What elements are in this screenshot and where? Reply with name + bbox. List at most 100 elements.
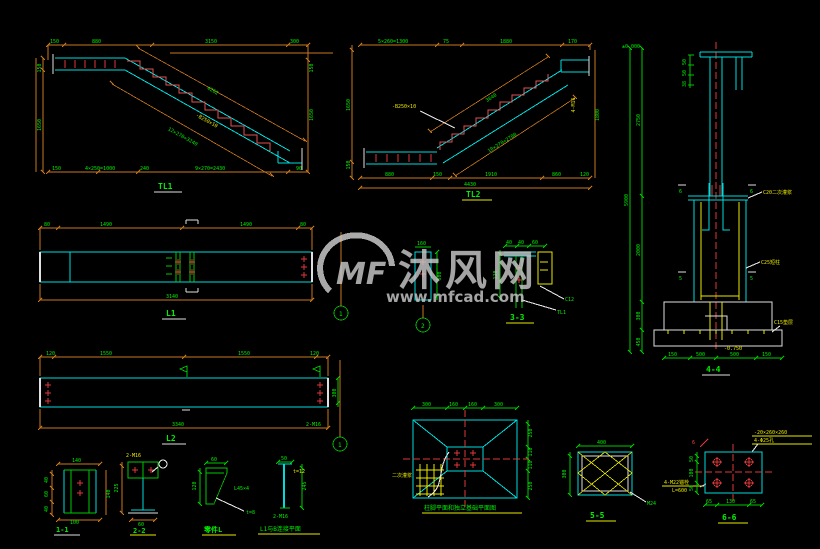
grout-note: 二次灌浆 xyxy=(392,472,412,479)
dim-text: 3640 xyxy=(485,92,498,103)
tl2-stringer xyxy=(436,69,569,164)
tl2-dim-lines xyxy=(351,44,596,189)
partl-leader xyxy=(215,497,245,512)
column-top-beam xyxy=(699,51,753,58)
bolt-note: 2-M16 xyxy=(273,514,288,520)
pier-leader xyxy=(745,261,761,269)
weld-flags xyxy=(178,365,321,377)
dim-text: 880 xyxy=(385,172,394,178)
dim-text: 450 xyxy=(636,337,642,346)
dim-text: 80 xyxy=(44,222,50,228)
dim-text: 1550 xyxy=(100,351,112,357)
dim-text: 60 xyxy=(532,240,538,246)
dim-text: 1880 xyxy=(500,39,512,45)
dim-text: 120 xyxy=(493,270,499,279)
s66-centerlines xyxy=(695,444,772,501)
l2-dim-lines xyxy=(37,354,331,431)
bolt-note: 4-M16 xyxy=(571,97,577,112)
dim-text: 250 xyxy=(528,428,534,437)
plate-note: 4-Φ25孔 xyxy=(754,437,774,444)
s11-webs xyxy=(64,469,96,514)
dim-text: 50 xyxy=(689,456,695,462)
bolt-mark xyxy=(76,479,84,487)
pedestal-outline xyxy=(693,200,747,303)
dim-text: 2750 xyxy=(636,114,642,126)
tl2-top-landing xyxy=(560,59,589,73)
elevation-note: -0.750 xyxy=(724,346,742,352)
detail-label-33: 3-3 xyxy=(510,313,525,322)
cut-label: 5 xyxy=(679,276,682,282)
footing-outline xyxy=(653,301,783,347)
detail-22-section: 2-M16 225 60 2-2 xyxy=(114,453,168,536)
detail-label-part-l: 零件L xyxy=(203,525,222,534)
anchor-bolt-mark xyxy=(453,449,461,457)
l2-beam-outline xyxy=(39,377,329,408)
weld-note: 6 xyxy=(692,440,695,446)
bolt-mark xyxy=(147,466,155,474)
dim-text: 150 xyxy=(50,39,59,45)
dim-text: 130 xyxy=(726,499,735,505)
anchor-bolt-mark xyxy=(469,461,477,469)
dim-text: 150 xyxy=(52,166,61,172)
weld-leader xyxy=(699,438,709,448)
detail-tl2-stair-elevation: 5×260=1300 75 1880 170 1650 150 1800 880… xyxy=(346,39,601,201)
bolt-mark xyxy=(316,397,324,405)
note-leader xyxy=(751,443,759,453)
tl2-steps xyxy=(439,74,549,150)
detail-tl1-stair-elevation: 150 880 3150 300 150 1650 1650 150 150 4… xyxy=(35,39,333,193)
s55-dims xyxy=(567,443,635,498)
dim-text: 110 xyxy=(528,460,534,469)
section-cut-bottom xyxy=(185,288,199,293)
dim-text: 300 xyxy=(636,311,642,320)
level-text: ±0.000 xyxy=(622,44,640,50)
dim-text: 500 xyxy=(730,352,739,358)
detail-l1b-connection: 50 245 t=12 2-M16 L1与B连接平面 xyxy=(258,456,320,535)
l1-stiffeners xyxy=(166,252,195,282)
dim-text: 150 xyxy=(668,352,677,358)
detail-label-66: 6-6 xyxy=(722,513,737,522)
watermark-url: www.mfcad.com xyxy=(386,288,525,306)
tl2-landing-channel xyxy=(366,151,437,165)
grid-bubble-label: 1 xyxy=(338,442,342,449)
tl1-dim-ticks xyxy=(40,42,311,175)
column-bottom-dims xyxy=(661,355,785,361)
dim-text: 250 xyxy=(528,481,534,490)
footing-dowels xyxy=(709,302,723,340)
dim-text: 240 xyxy=(140,166,149,172)
dim-text: 225 xyxy=(114,483,120,492)
s22-tee xyxy=(131,478,155,511)
detail-l1-beam-elevation: 80 1490 1490 80 3140 L1 1 xyxy=(37,219,349,321)
detail-ref-leader xyxy=(151,466,159,473)
s66-plate-outline xyxy=(704,451,763,494)
bolt-mark xyxy=(44,381,52,389)
detail-55-section: 400 300 M24 5-5 xyxy=(562,440,656,522)
s33-plate xyxy=(504,251,536,257)
detail-44-column-foundation: 50 50 38 ±0.000 C20二次灌浆 C25短柱 6 6 5 5 -0… xyxy=(622,42,793,376)
bolt-mark xyxy=(316,389,324,397)
dim-text: 4×250=1000 xyxy=(85,166,115,172)
l1b-dims xyxy=(275,459,305,511)
dim-text: 40 xyxy=(44,506,50,512)
detail-grid2-plate: 160 500 2 xyxy=(414,241,443,333)
dim-text: 300 xyxy=(562,469,568,478)
dim-text: 75 xyxy=(443,39,449,45)
dim-text: 1910 xyxy=(485,172,497,178)
grout-hatch xyxy=(416,464,444,496)
tl1-stringer xyxy=(124,57,291,164)
grid-bubble xyxy=(333,305,349,321)
s33-channel xyxy=(537,251,553,285)
dim-text: 50 xyxy=(682,59,688,65)
partl-dims xyxy=(197,460,229,507)
tl1-landing-studs xyxy=(64,60,116,68)
s33-leaders xyxy=(521,285,565,311)
dim-text: 60 xyxy=(44,491,50,497)
bolt-note: 4-M22锚栓 xyxy=(664,479,689,486)
plate-dims xyxy=(415,246,440,300)
dim-text: 65 xyxy=(750,499,756,505)
dim-text: 150 xyxy=(37,63,43,72)
note-leader xyxy=(699,483,707,488)
watermark: MF 沐风网 www.mfcad.com xyxy=(317,232,534,306)
grid-bubble xyxy=(332,436,348,452)
